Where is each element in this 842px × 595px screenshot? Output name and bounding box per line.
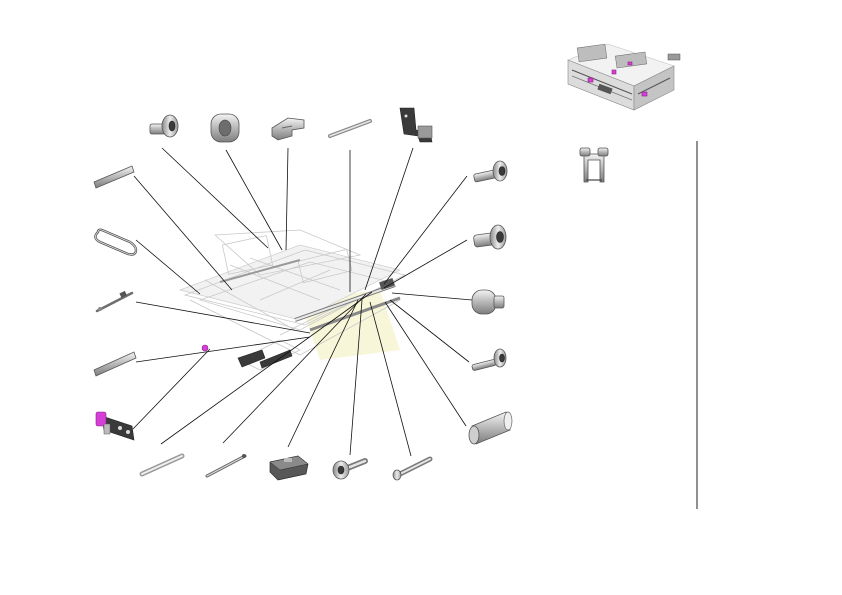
flanged-screw[interactable]: [332, 458, 368, 480]
sleeve-tube[interactable]: [468, 411, 513, 445]
pin-rod-top[interactable]: [328, 119, 372, 138]
clamp-part[interactable]: [579, 147, 609, 183]
leader-lines: [132, 147, 473, 457]
assembly-thumbnail[interactable]: [567, 43, 681, 111]
roller-knob[interactable]: [471, 289, 505, 315]
small-shaft[interactable]: [95, 290, 134, 313]
guide-plate[interactable]: [93, 351, 137, 377]
clip[interactable]: [271, 117, 305, 141]
belt[interactable]: [94, 228, 138, 256]
shoulder-screw-right-1[interactable]: [473, 160, 508, 183]
spring-pin[interactable]: [205, 454, 247, 478]
stepped-pin[interactable]: [471, 348, 507, 371]
rail-left[interactable]: [93, 165, 135, 189]
magenta-bracket[interactable]: [95, 411, 135, 441]
ghost-assembly: [178, 229, 407, 371]
grommet[interactable]: [210, 113, 240, 143]
bracket-top[interactable]: [399, 107, 433, 143]
switch[interactable]: [269, 455, 309, 481]
guide-rod-bottom[interactable]: [139, 453, 185, 477]
long-screw[interactable]: [392, 456, 433, 481]
shoulder-screw-top[interactable]: [149, 114, 179, 138]
shoulder-screw-right-2[interactable]: [473, 224, 507, 250]
